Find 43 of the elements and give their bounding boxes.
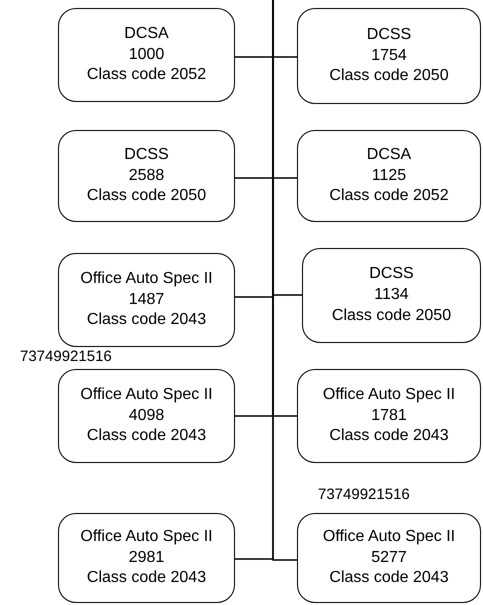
class-code: Class code 2050: [329, 66, 449, 86]
position-title: Office Auto Spec II: [322, 526, 456, 547]
position-title: DCSS: [366, 24, 412, 45]
class-code: Class code 2043: [86, 426, 206, 446]
position-box: [58, 130, 235, 222]
id-number: 73749921516: [20, 349, 112, 366]
position-number: 2981: [128, 548, 164, 568]
id-number: 73749921516: [318, 487, 410, 504]
position-box: [297, 8, 481, 104]
class-code: Class code 2043: [86, 568, 206, 588]
position-title: Office Auto Spec II: [80, 268, 213, 289]
class-code: Class code 2050: [332, 306, 452, 326]
position-title: DCSS: [124, 144, 169, 165]
position-box: [297, 369, 481, 463]
position-number: 2588: [128, 166, 164, 186]
position-title: DCSA: [366, 144, 412, 165]
position-box: [58, 513, 235, 603]
position-box: [58, 253, 235, 347]
position-number: 1134: [374, 285, 409, 306]
position-box: [58, 369, 235, 463]
position-box: [302, 248, 481, 343]
connector-line: [272, 0, 297, 561]
position-title: Office Auto Spec II: [322, 384, 456, 405]
position-title: Office Auto Spec II: [80, 384, 213, 405]
position-number: 1781: [371, 406, 407, 426]
position-number: 5277: [371, 548, 407, 568]
position-number: 1000: [128, 44, 164, 65]
position-title: Office Auto Spec II: [80, 526, 213, 547]
class-code: Class code 2043: [86, 310, 206, 330]
position-box: [297, 130, 481, 222]
position-title: DCSS: [369, 264, 414, 284]
position-box: [297, 513, 481, 603]
position-box: [58, 8, 235, 102]
position-title: DCSA: [124, 24, 169, 44]
position-number: 1487: [128, 290, 164, 310]
class-code: Class code 2052: [329, 186, 449, 206]
class-code: Class code 2050: [86, 186, 206, 206]
position-number: 1125: [372, 166, 406, 186]
class-code: Class code 2043: [329, 426, 449, 446]
position-number: 1754: [371, 46, 407, 66]
position-number: 4098: [128, 406, 164, 426]
class-code: Class code 2052: [86, 65, 206, 86]
class-code: Class code 2043: [329, 568, 449, 588]
